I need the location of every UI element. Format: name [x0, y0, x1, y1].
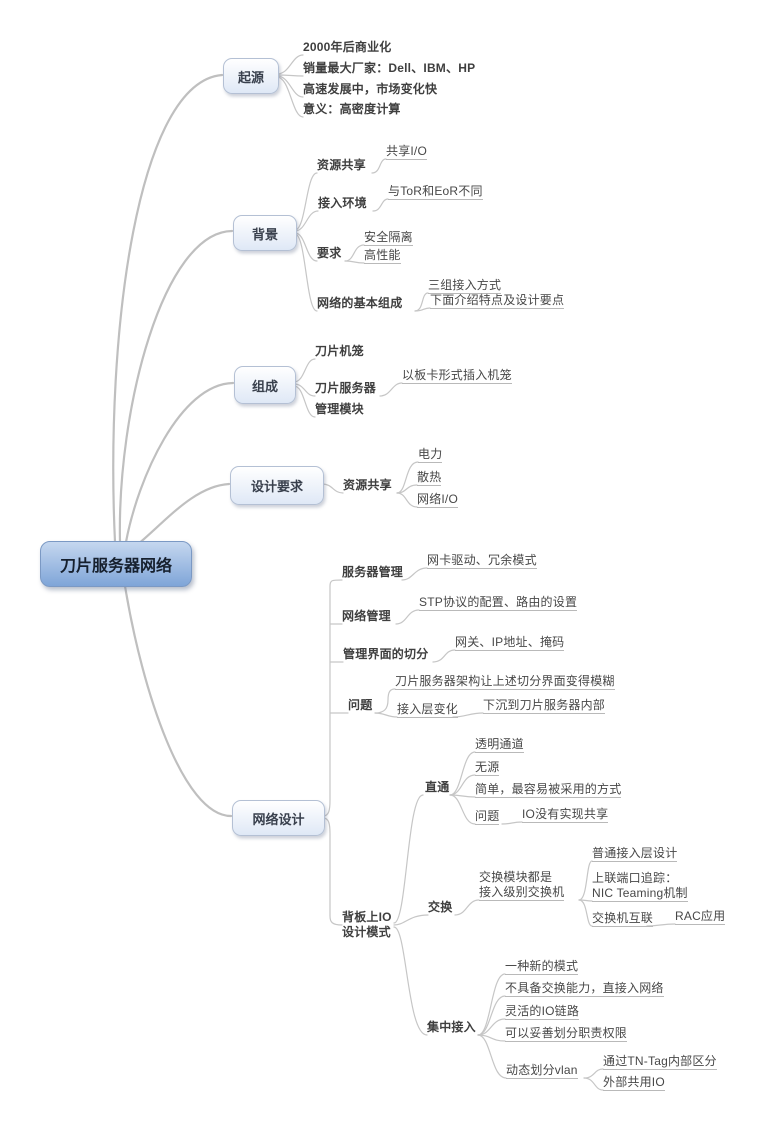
- node-tn-tag-internal-distinction[interactable]: 通过TN-Tag内部区分: [603, 1054, 717, 1070]
- node-io-not-shared[interactable]: IO没有实现共享: [522, 807, 609, 823]
- node-dr-resource-sharing[interactable]: 资源共享: [343, 478, 392, 492]
- topic-design-requirements[interactable]: 设计要求: [230, 466, 324, 505]
- topic-network-design[interactable]: 网络设计: [232, 800, 325, 836]
- node-security-isolation[interactable]: 安全隔离: [364, 230, 413, 246]
- node-stp-routing-config[interactable]: STP协议的配置、路由的设置: [419, 595, 578, 611]
- node-nic-driver-redundancy[interactable]: 网卡驱动、冗余模式: [427, 553, 537, 569]
- node-dynamic-vlan[interactable]: 动态划分vlan: [506, 1063, 578, 1079]
- node-access-level-switch-modules[interactable]: 交换模块都是 接入级别交换机: [479, 870, 565, 901]
- node-cooling[interactable]: 散热: [417, 470, 442, 486]
- node-problem[interactable]: 问题: [348, 698, 373, 712]
- node-sinks-into-blade-server[interactable]: 下沉到刀片服务器内部: [483, 698, 606, 714]
- topic-origin[interactable]: 起源: [223, 58, 279, 94]
- node-high-density-computing[interactable]: 意义：高密度计算: [303, 102, 401, 116]
- node-resource-sharing[interactable]: 资源共享: [317, 158, 366, 172]
- node-blade-server[interactable]: 刀片服务器: [315, 381, 377, 395]
- node-access-layer-change[interactable]: 接入层变化: [397, 702, 459, 718]
- node-shared-io[interactable]: 共享I/O: [386, 144, 428, 160]
- node-centralized-access[interactable]: 集中接入: [427, 1020, 476, 1034]
- topic-components[interactable]: 组成: [234, 366, 296, 404]
- node-proper-responsibility-division[interactable]: 可以妥善划分职责权限: [505, 1026, 628, 1042]
- node-switch-interconnect[interactable]: 交换机互联: [592, 911, 654, 927]
- sub-branch-lines: [276, 54, 676, 1091]
- node-passthrough-problem[interactable]: 问题: [475, 809, 500, 825]
- node-commercialized-after-2000[interactable]: 2000年后商业化: [303, 40, 392, 54]
- node-external-shared-io[interactable]: 外部共用IO: [603, 1075, 665, 1091]
- node-network-management[interactable]: 网络管理: [342, 609, 391, 623]
- node-passthrough[interactable]: 直通: [425, 780, 450, 794]
- node-blade-chassis[interactable]: 刀片机笼: [315, 344, 364, 358]
- node-fast-growth[interactable]: 高速发展中，市场变化快: [303, 82, 438, 96]
- central-topic[interactable]: 刀片服务器网络: [40, 541, 192, 587]
- root-branch-lines: [112, 73, 235, 818]
- node-a-new-mode[interactable]: 一种新的模式: [505, 959, 579, 975]
- node-uplink-port-tracking-nic-teaming[interactable]: 上联端口追踪： NIC Teaming机制: [592, 871, 688, 902]
- node-simple-most-adopted[interactable]: 简单，最容易被采用的方式: [475, 782, 622, 798]
- node-requirements[interactable]: 要求: [317, 246, 342, 260]
- node-transparent-channel[interactable]: 透明通道: [475, 737, 524, 753]
- node-server-management[interactable]: 服务器管理: [342, 565, 404, 579]
- topic-background[interactable]: 背景: [233, 215, 297, 251]
- node-management-module[interactable]: 管理模块: [315, 402, 364, 416]
- node-rac-application[interactable]: RAC应用: [675, 909, 726, 925]
- node-mgmt-interface-split[interactable]: 管理界面的切分: [343, 647, 429, 661]
- node-access-environment[interactable]: 接入环境: [318, 196, 367, 210]
- node-switching[interactable]: 交换: [428, 900, 453, 914]
- node-blurred-split-boundary[interactable]: 刀片服务器架构让上述切分界面变得模糊: [395, 674, 615, 690]
- node-basic-network-composition[interactable]: 网络的基本组成: [317, 296, 403, 310]
- node-passive[interactable]: 无源: [475, 760, 500, 776]
- node-backplane-io-design-modes[interactable]: 背板上IO 设计模式: [342, 910, 392, 939]
- node-no-switching-direct-access[interactable]: 不具备交换能力，直接入网络: [505, 981, 664, 997]
- node-network-io[interactable]: 网络I/O: [417, 492, 459, 508]
- node-card-inserted-into-chassis[interactable]: 以板卡形式插入机笼: [402, 368, 512, 384]
- node-three-access-modes[interactable]: 三组接入方式: [428, 278, 502, 294]
- node-differs-from-tor-eor[interactable]: 与ToR和EoR不同: [388, 184, 483, 200]
- node-gateway-ip-mask[interactable]: 网关、IP地址、掩码: [455, 635, 565, 651]
- node-features-design-points[interactable]: 下面介绍特点及设计要点: [430, 293, 565, 309]
- node-power[interactable]: 电力: [418, 447, 443, 463]
- node-high-performance[interactable]: 高性能: [364, 248, 401, 264]
- node-normal-access-layer-design[interactable]: 普通接入层设计: [592, 846, 678, 862]
- node-top-vendors[interactable]: 销量最大厂家：Dell、IBM、HP: [303, 61, 476, 75]
- node-flexible-io-links[interactable]: 灵活的IO链路: [505, 1004, 580, 1020]
